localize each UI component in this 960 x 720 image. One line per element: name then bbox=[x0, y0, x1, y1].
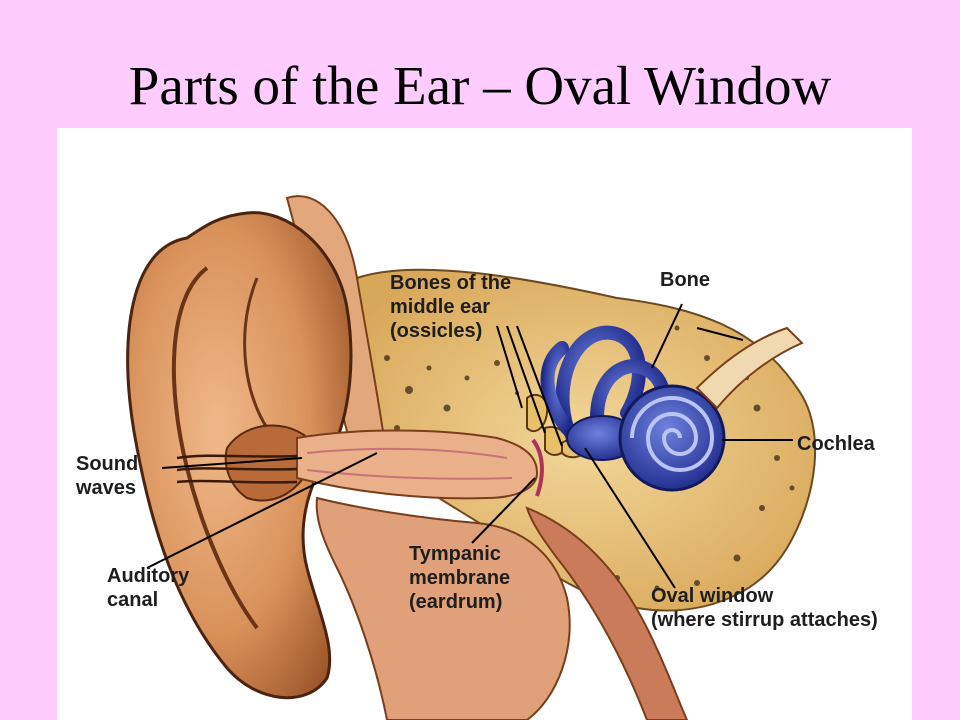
label-auditory-canal: Auditory canal bbox=[107, 564, 189, 612]
canal-lining bbox=[306, 447, 508, 459]
label-bones-line2: middle ear bbox=[390, 296, 491, 318]
label-oval-line1: Oval window bbox=[651, 585, 774, 607]
label-tympanic-line2: membrane bbox=[409, 567, 511, 589]
label-sound-line2: waves bbox=[76, 477, 137, 499]
cochlea-shape bbox=[618, 384, 726, 492]
auditory-nerve bbox=[695, 326, 804, 410]
label-tympanic-line1: Tympanic bbox=[409, 543, 501, 565]
slide-title: Parts of the Ear – Oval Window bbox=[128, 55, 832, 116]
label-bones-of-middle-ear: Bones of the middle ear (ossicles) bbox=[390, 271, 511, 343]
ear-diagram: Bones of the middle ear (ossicles) Bone … bbox=[57, 128, 912, 720]
sound-wave-lines bbox=[176, 454, 298, 484]
bone-speckles bbox=[384, 325, 795, 591]
label-oval-window: Oval window (where stirrup attaches) bbox=[651, 584, 878, 632]
tympanic-membrane-shape bbox=[531, 438, 544, 497]
label-sound-line1: Sound bbox=[76, 453, 139, 475]
canal-lining-lower bbox=[306, 469, 513, 480]
leader-lines bbox=[146, 303, 793, 589]
label-bones-line3: (ossicles) bbox=[390, 320, 483, 342]
label-cochlea: Cochlea bbox=[797, 433, 875, 455]
label-tympanic-membrane: Tympanic membrane (eardrum) bbox=[409, 542, 510, 614]
ear-illustration bbox=[126, 195, 817, 720]
label-bones-line1: Bones of the bbox=[390, 272, 512, 294]
label-sound-waves: Sound waves bbox=[76, 452, 138, 500]
label-tympanic-line3: (eardrum) bbox=[409, 591, 503, 613]
ear-canal-shape bbox=[296, 429, 539, 500]
lower-tissue bbox=[315, 496, 571, 720]
label-auditory-line1: Auditory bbox=[107, 565, 190, 587]
label-oval-line2: (where stirrup attaches) bbox=[651, 609, 878, 631]
label-auditory-line2: canal bbox=[107, 589, 159, 611]
label-bone: Bone bbox=[660, 269, 710, 291]
